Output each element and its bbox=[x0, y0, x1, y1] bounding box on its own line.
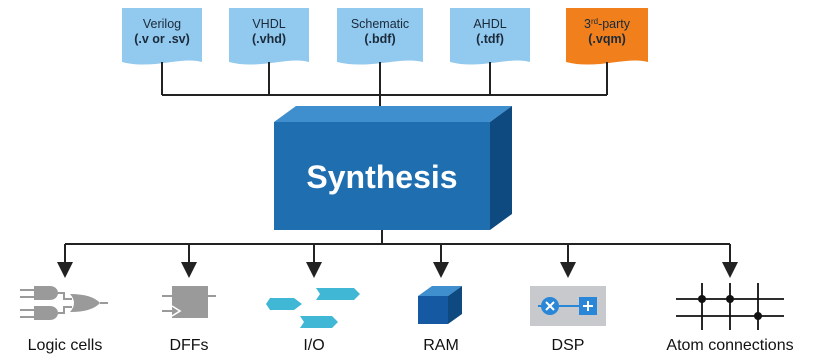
document-icon bbox=[229, 8, 309, 65]
input-document-verilog: Verilog (.v or .sv) bbox=[122, 8, 202, 65]
document-icon bbox=[337, 8, 423, 65]
output-label: Atom connections bbox=[666, 337, 793, 354]
output-io: I/O bbox=[266, 288, 360, 354]
output-label: DFFs bbox=[169, 337, 208, 354]
synthesis-block-side bbox=[490, 106, 512, 230]
output-label: RAM bbox=[423, 337, 459, 354]
input-extension: (.vqm) bbox=[588, 32, 626, 46]
output-label: I/O bbox=[303, 337, 324, 354]
dsp-block-icon bbox=[530, 286, 606, 326]
connection-grid-icon bbox=[676, 283, 784, 330]
output-atom-connections: Atom connections bbox=[666, 283, 794, 354]
input-document-third-party: 3rd-party (.vqm) bbox=[566, 8, 648, 65]
input-name: 3rd-party bbox=[584, 17, 631, 31]
input-document-vhdl: VHDL (.vhd) bbox=[229, 8, 309, 65]
document-icon bbox=[450, 8, 530, 65]
synthesis-block-front bbox=[274, 122, 490, 230]
input-document-schematic: Schematic (.bdf) bbox=[337, 8, 423, 65]
output-label: Logic cells bbox=[28, 337, 103, 354]
output-dffs: DFFs bbox=[162, 286, 216, 354]
output-ram: RAM bbox=[418, 286, 462, 354]
document-icon bbox=[122, 8, 202, 65]
input-extension: (.v or .sv) bbox=[134, 32, 190, 46]
input-document-ahdl: AHDL (.tdf) bbox=[450, 8, 530, 65]
output-dsp: DSP bbox=[530, 286, 606, 354]
input-name: VHDL bbox=[252, 17, 285, 31]
io-buffers-icon bbox=[266, 288, 360, 328]
ram-block-icon bbox=[418, 286, 462, 324]
document-icon bbox=[566, 8, 648, 65]
output-logic-cells: Logic cells bbox=[20, 286, 108, 354]
synthesis-block: Synthesis bbox=[274, 106, 512, 230]
input-name: Verilog bbox=[143, 17, 181, 31]
input-extension: (.bdf) bbox=[364, 32, 395, 46]
flip-flop-icon bbox=[162, 286, 216, 318]
output-label: DSP bbox=[552, 337, 585, 354]
synthesis-title: Synthesis bbox=[306, 159, 457, 195]
synthesis-block-top bbox=[274, 106, 512, 122]
input-name: AHDL bbox=[473, 17, 506, 31]
output-connectors bbox=[57, 230, 738, 278]
logic-gates-icon bbox=[20, 286, 108, 320]
input-name: Schematic bbox=[351, 17, 409, 31]
input-extension: (.tdf) bbox=[476, 32, 504, 46]
input-extension: (.vhd) bbox=[252, 32, 286, 46]
